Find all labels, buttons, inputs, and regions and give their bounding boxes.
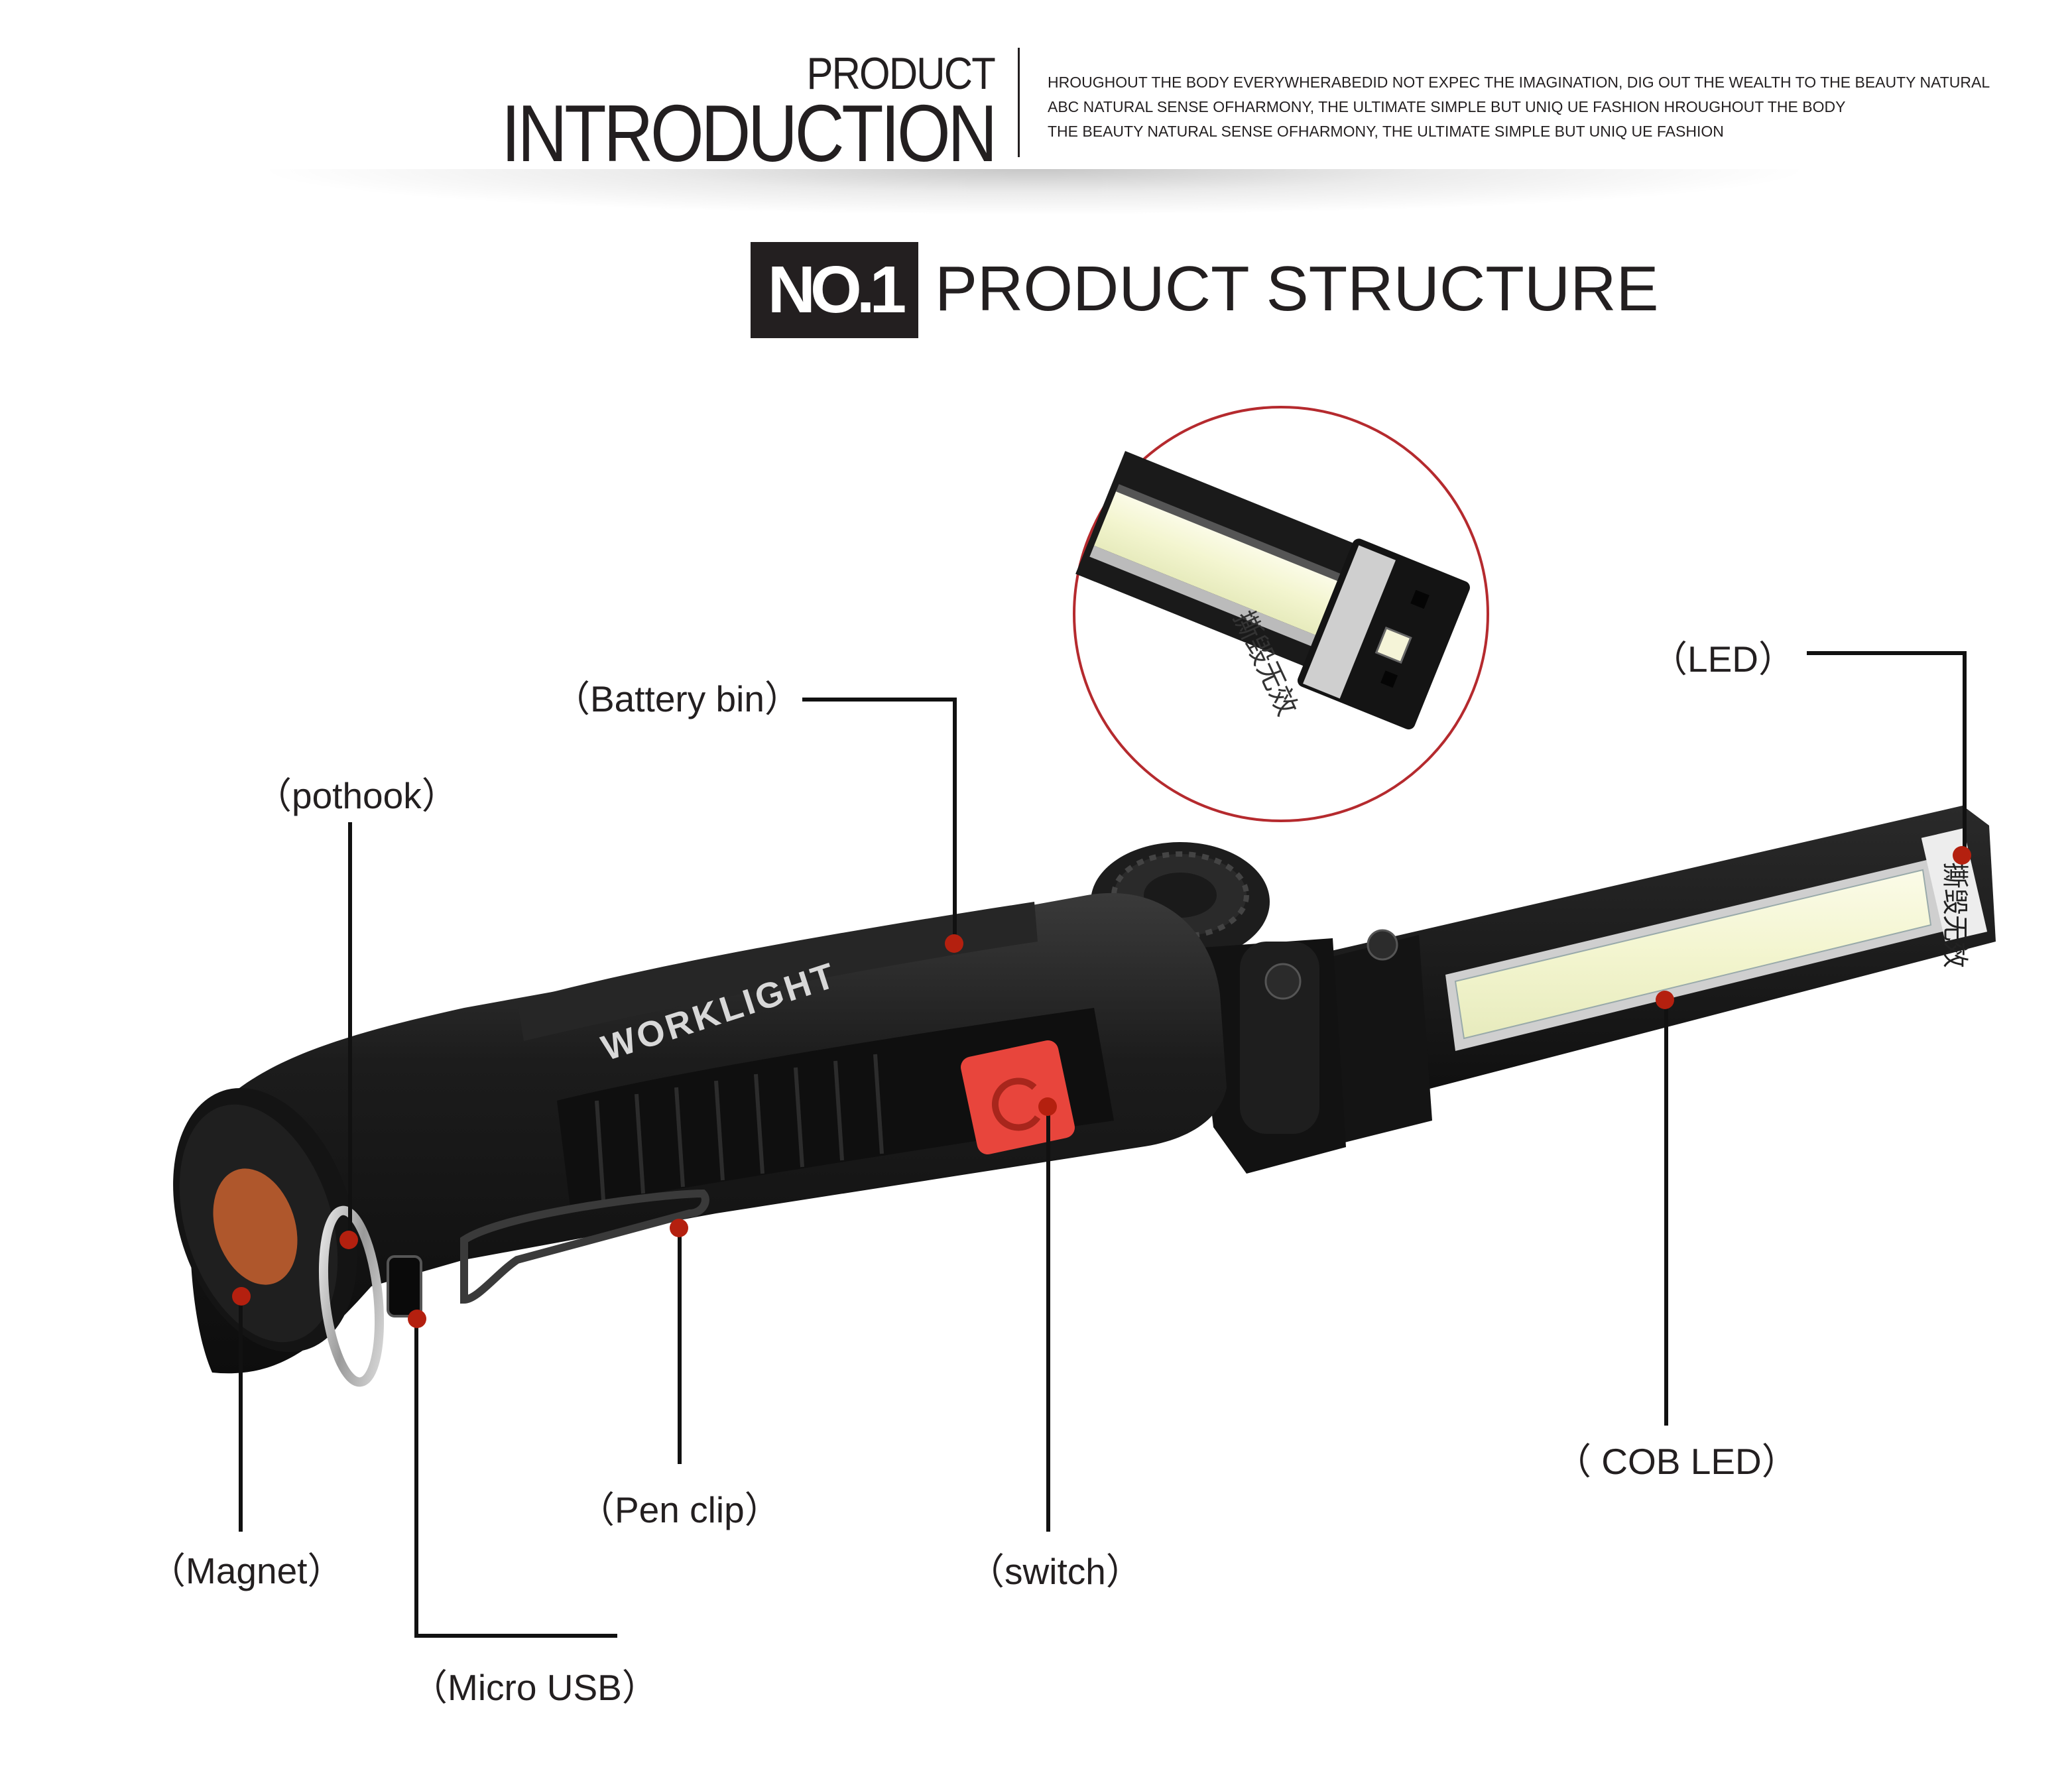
label-magnet: （Magnet） — [149, 1550, 344, 1591]
section-number-badge: NO.1 — [751, 242, 918, 338]
callout-dot-pothook — [339, 1231, 358, 1249]
header-divider — [1018, 48, 1020, 157]
label-pothook: （pothook） — [255, 775, 458, 816]
switch-button — [961, 1040, 1075, 1154]
callout-line-magnet — [239, 1300, 243, 1532]
hinge — [1091, 842, 1346, 1174]
callout-dot-switch — [1038, 1097, 1057, 1116]
magnifier-inset: 撕毁无效 — [1073, 406, 1489, 822]
header-description-line: THE BEAUTY NATURAL SENSE OFHARMONY, THE … — [1048, 123, 1724, 140]
header-description-line: HROUGHOUT THE BODY EVERYWHERABEDID NOT E… — [1048, 74, 1990, 91]
callout-dot-battery — [945, 934, 963, 953]
callout-dot-magnet — [232, 1287, 251, 1306]
header-shadow — [252, 169, 1817, 215]
section-title: PRODUCT STRUCTURE — [935, 253, 1659, 324]
header-description: HROUGHOUT THE BODY EVERYWHERABEDID NOT E… — [1048, 70, 2042, 144]
callout-dot-usb — [408, 1310, 426, 1328]
callout-line-led — [1963, 651, 1967, 855]
bar-sticker-text: 撕毁无效 — [1939, 862, 1970, 968]
label-led: （LED） — [1651, 639, 1795, 680]
callout-line-battery — [802, 698, 956, 702]
callout-line-cob — [1664, 1001, 1668, 1426]
label-cob-led: （ COB LED） — [1555, 1441, 1798, 1482]
handle-body — [173, 892, 1227, 1387]
callout-line-led — [1807, 651, 1966, 655]
cob-led-bar: 撕毁无效 — [1300, 806, 1996, 1144]
label-battery-bin: （Battery bin） — [554, 678, 801, 719]
header-description-line: ABC NATURAL SENSE OFHARMONY, THE ULTIMAT… — [1048, 98, 1846, 115]
callout-line-battery — [953, 698, 957, 942]
label-switch: （switch） — [968, 1551, 1142, 1592]
callout-line-usb — [414, 1634, 617, 1638]
label-pen-clip: （Pen clip） — [578, 1489, 781, 1530]
header-title-main: INTRODUCTION — [501, 88, 997, 178]
header-title-top: PRODUCT — [806, 48, 995, 99]
callout-line-usb — [414, 1319, 418, 1638]
callout-dot-cob — [1656, 991, 1674, 1009]
callout-line-pothook — [348, 822, 352, 1240]
callout-dot-led — [1953, 846, 1971, 865]
label-micro-usb: （Micro USB） — [411, 1667, 658, 1708]
callout-line-pen-clip — [678, 1233, 682, 1464]
callout-dot-pen-clip — [670, 1219, 688, 1237]
callout-line-switch — [1046, 1107, 1050, 1532]
